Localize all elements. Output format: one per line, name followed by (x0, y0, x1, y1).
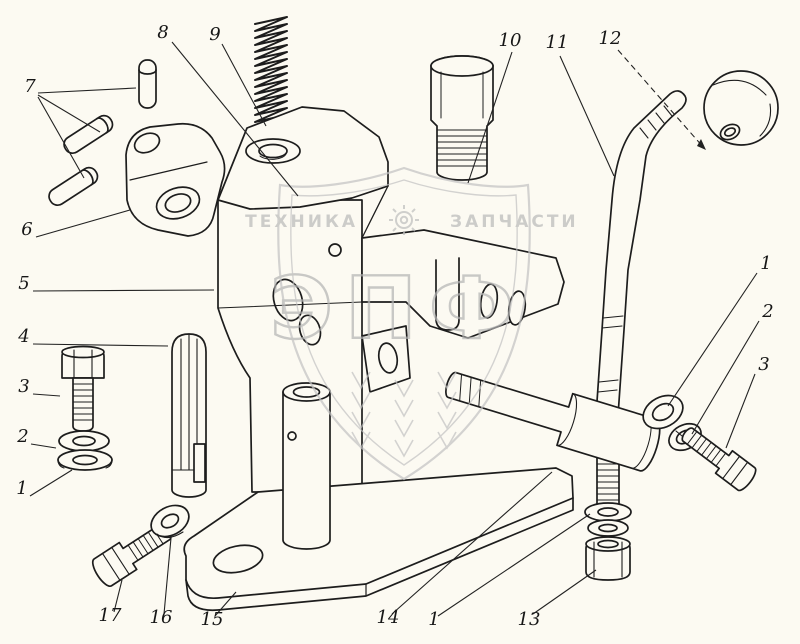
callout-label-15: 15 (201, 609, 224, 630)
lock-washer-part (587, 519, 629, 537)
pin-part (138, 59, 157, 109)
detent-plunger-part (171, 333, 207, 498)
callout-label-8: 8 (157, 22, 168, 43)
base-plate-part (183, 467, 574, 612)
callout-label-9: 9 (209, 24, 220, 45)
shaft-roller-part (445, 371, 661, 472)
wheat-ornament (351, 371, 457, 458)
callout-label-1-bottom: 1 (428, 609, 439, 630)
watermark-brand-left: ТЕХНИКА (245, 212, 358, 232)
gear-icon (389, 205, 419, 235)
nut-part (150, 504, 190, 539)
callout-label-3: 3 (18, 376, 29, 397)
arrowhead-icon (697, 139, 706, 150)
pin-part (48, 166, 99, 207)
callout-label-3-right: 3 (758, 354, 769, 375)
callout-label-10: 10 (499, 30, 522, 51)
callout-labels: 8 9 10 11 12 7 6 5 4 3 2 1 1 2 3 17 16 1… (16, 22, 773, 630)
callout-label-2: 2 (16, 426, 28, 447)
pivot-sleeve-part (282, 382, 331, 550)
bolt-part (681, 427, 757, 492)
watermark-brand-right: ЗАПЧАСТИ (450, 212, 579, 232)
ball-knob-part (703, 70, 779, 146)
bolt-part (61, 345, 105, 432)
leader-lines (29, 41, 760, 617)
pin-part (63, 114, 114, 155)
callout-label-5: 5 (18, 273, 29, 294)
lever-handle-part (594, 90, 687, 437)
washer-part (642, 394, 684, 430)
washer-part (584, 502, 632, 522)
nut-part (585, 536, 631, 581)
callout-label-13: 13 (518, 609, 541, 630)
callout-label-1-right: 1 (760, 253, 771, 274)
callout-label-14: 14 (377, 607, 400, 628)
cap-plug-part (430, 55, 494, 181)
callout-label-16: 16 (150, 607, 173, 628)
callout-label-17: 17 (99, 605, 122, 626)
clamp-part (125, 122, 226, 237)
callout-label-1-left: 1 (16, 478, 27, 499)
spring-part (254, 16, 288, 130)
callout-label-12: 12 (599, 28, 622, 49)
callout-label-2-right: 2 (761, 301, 773, 322)
watermark-logo: ЭПФ (270, 259, 526, 359)
callout-label-4: 4 (17, 326, 29, 347)
callout-label-6: 6 (21, 219, 32, 240)
lock-washer-part (58, 430, 110, 452)
callout-label-7: 7 (24, 76, 36, 97)
callout-label-11: 11 (546, 32, 569, 53)
washer-part (57, 449, 113, 471)
